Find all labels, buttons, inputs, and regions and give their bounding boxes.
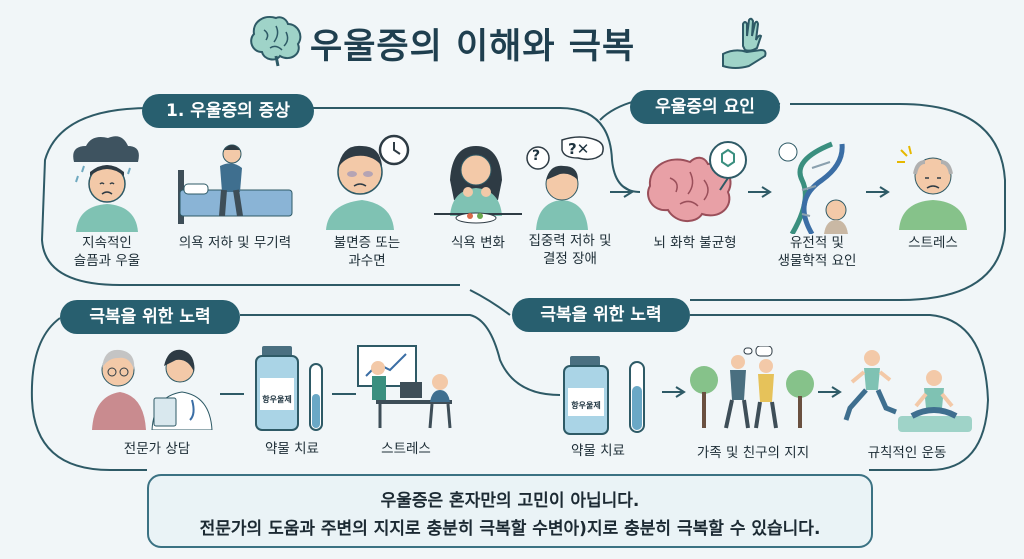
- cause-brain-chemistry: 뇌 화학 불균형: [640, 138, 750, 251]
- footer-line-2: 전문가의 도움과 주변의 지지로 충분히 극복할 수변아)지로 충분히 극복할 …: [199, 519, 821, 539]
- bottle-label: 항우울제: [262, 395, 292, 404]
- coping-exercise: 규칙적인 운동: [842, 346, 972, 461]
- question-cross-mark: ?✕: [568, 140, 590, 158]
- symptom-label: 불면증 또는 과수면: [333, 235, 401, 269]
- section-coping-right-pill: 극복을 위한 노력: [512, 298, 690, 332]
- cause-label: 스트레스: [908, 235, 958, 251]
- symptom-label: 의욕 저하 및 무기력: [178, 235, 292, 251]
- header: 우울증의 이해와 극복: [0, 12, 1024, 74]
- family-walk-icon: [688, 346, 818, 432]
- page-title: 우울증의 이해와 극복: [310, 27, 636, 67]
- person-eating-icon: [428, 140, 528, 226]
- arrow-icon: [748, 186, 772, 198]
- cause-genetic: 유전적 및 생물학적 요인: [772, 140, 862, 269]
- sad-rain-cloud-person-icon: [62, 132, 152, 232]
- arrow-icon: [220, 393, 244, 395]
- coping-label: 규칙적인 운동: [867, 445, 947, 461]
- person-on-bed-icon: [170, 140, 300, 226]
- section-coping-left-pill: 극복을 위한 노력: [60, 300, 240, 334]
- coping-label: 스트레스: [381, 441, 431, 457]
- bottle-label: 항우울제: [571, 401, 601, 410]
- coping-label: 가족 및 친구의 지지: [696, 445, 810, 461]
- symptom-label: 지속적인 슬픔과 우울: [73, 235, 141, 269]
- symptom-concentration: ? ?✕ 집중력 저하 및 결정 장애: [520, 136, 620, 267]
- dna-icon: [772, 140, 862, 234]
- section-causes-pill: 우울증의 요인: [630, 90, 780, 124]
- exercise-icon: [842, 346, 972, 436]
- symptom-sadness: 지속적인 슬픔과 우울: [62, 132, 152, 269]
- coping-social-support: 가족 및 친구의 지지: [688, 346, 818, 461]
- presentation-desk-icon: [356, 340, 456, 430]
- confused-person-icon: [520, 136, 620, 230]
- symptom-label: 집중력 저하 및 결정 장애: [528, 233, 612, 267]
- arrow-icon: [332, 393, 356, 395]
- brain-icon: [246, 12, 306, 68]
- symptom-label: 식욕 변화: [451, 235, 505, 251]
- symptom-sleep: 불면증 또는 과수면: [322, 134, 412, 269]
- cause-label: 뇌 화학 불균형: [653, 235, 737, 251]
- symptom-appetite: 식욕 변화: [428, 140, 528, 251]
- doctor-consultation-icon: [92, 340, 222, 430]
- question-mark: ?: [532, 148, 541, 164]
- symptom-lethargy: 의욕 저하 및 무기력: [170, 140, 300, 251]
- coping-label: 약물 치료: [571, 443, 625, 459]
- arrow-icon: [818, 386, 842, 398]
- coping-label: 약물 치료: [265, 441, 319, 457]
- cause-stress: 스트레스: [895, 144, 971, 251]
- section-symptoms-pill: 1. 우울증의 증상: [142, 94, 314, 128]
- footer-line-1: 우울증은 혼자만의 고민이 아닙니다.: [380, 491, 640, 511]
- helping-hand-icon: [715, 14, 775, 72]
- medicine-bottle-icon: [560, 356, 660, 436]
- coping-medication-right: 항우울제 약물 치료: [560, 356, 660, 459]
- coping-label: 전문가 상담: [123, 441, 191, 457]
- arrow-icon: [866, 186, 890, 198]
- coping-counseling: 전문가 상담: [92, 340, 222, 457]
- elderly-man-icon: [895, 144, 971, 230]
- medicine-bottle-icon: [252, 344, 332, 432]
- tired-person-clock-icon: [322, 134, 412, 230]
- coping-stress: 스트레스: [356, 340, 456, 457]
- cause-label: 유전적 및 생물학적 요인: [777, 235, 857, 269]
- arrow-icon: [610, 186, 634, 198]
- brain-chemistry-icon: [640, 138, 750, 234]
- footer-message-box: 우울증은 혼자만의 고민이 아닙니다. 전문가의 도움과 주변의 지지로 충분히…: [147, 474, 873, 548]
- arrow-icon: [662, 386, 686, 398]
- coping-medication-left: 항우울제 약물 치료: [252, 344, 332, 457]
